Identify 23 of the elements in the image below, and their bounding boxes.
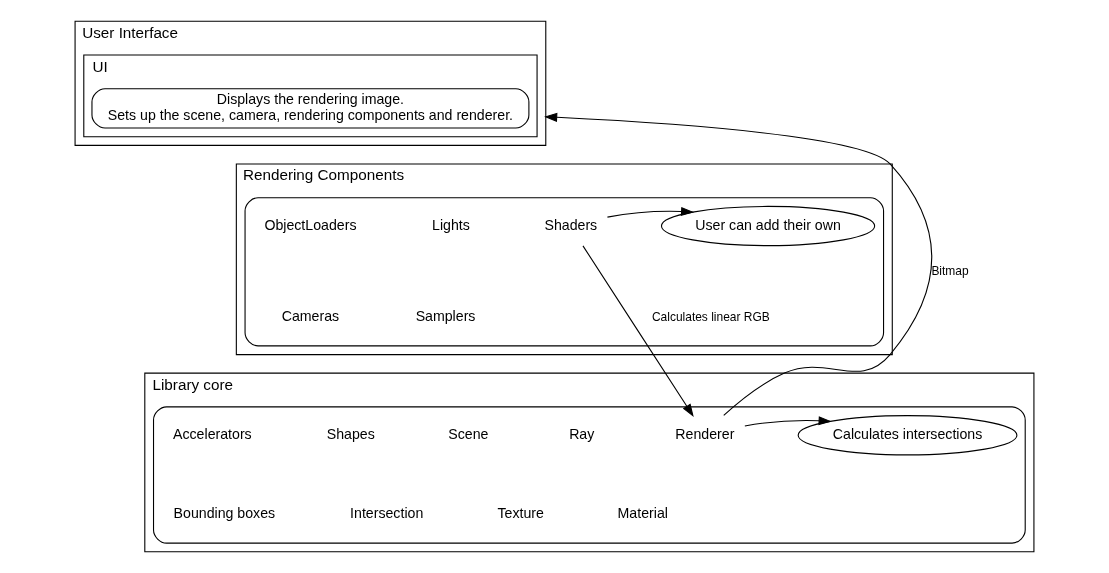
arrow (744, 416, 832, 427)
node-text: Samplers (415, 308, 476, 325)
node-box: Displays the rendering image. Sets up the scene, camera, rendering components and renderer. (91, 88, 530, 129)
node-text: Shapes (326, 425, 375, 442)
arrow (606, 206, 695, 218)
node-text: Material (617, 505, 668, 522)
arrow (582, 245, 694, 417)
node-text: Accelerators (173, 425, 252, 442)
node-text: Ray (569, 425, 595, 442)
node-text: ObjectLoaders (264, 216, 357, 233)
node-text: Texture (497, 505, 544, 522)
node-text: Cameras (281, 308, 340, 325)
node-text: Scene (448, 425, 489, 442)
cluster (244, 197, 885, 347)
cluster (153, 406, 1026, 544)
node-text: Intersection (350, 505, 424, 522)
node-text: Bounding boxes (173, 505, 276, 522)
edge-label: Calculates linear RGB (651, 309, 770, 324)
arrow (544, 112, 933, 416)
node-text: Lights (432, 216, 470, 233)
edge-label: Bitmap (931, 263, 969, 278)
node-text: Shaders (544, 216, 598, 233)
node-text: Renderer (675, 425, 735, 442)
